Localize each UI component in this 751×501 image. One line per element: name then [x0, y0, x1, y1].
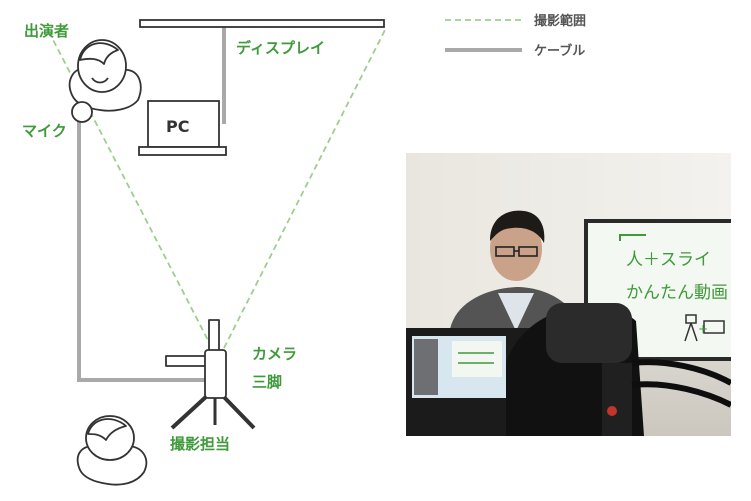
- performer-figure: [68, 39, 142, 112]
- label-pc: PC: [166, 117, 189, 136]
- capture-range-right: [223, 27, 387, 349]
- photo-camera: [406, 303, 731, 436]
- cable-mic-camera: [77, 116, 210, 382]
- label-tripod: 三脚: [252, 373, 282, 391]
- label-performer: 出演者: [24, 22, 69, 40]
- label-camera-operator: 撮影担当: [170, 435, 230, 453]
- photo-slide-line1: 人＋スライ: [626, 250, 711, 270]
- pc-base: [138, 146, 227, 156]
- camera-lens: [208, 319, 220, 355]
- legend: 撮影範囲 ケーブル: [445, 13, 586, 59]
- operator-hair: [87, 418, 127, 441]
- label-display: ディスプレイ: [236, 39, 325, 57]
- camera-operator-figure: [76, 415, 148, 486]
- legend-capture-range-label: 撮影範囲: [534, 13, 586, 29]
- label-camera: カメラ: [252, 345, 297, 363]
- camera-tripod: [165, 319, 256, 430]
- legend-cable-label: ケーブル: [534, 43, 585, 59]
- photo-slide-line2: かんたん動画: [626, 283, 728, 303]
- tripod-leg-right: [220, 393, 256, 430]
- svg-text:+: +: [698, 322, 708, 336]
- camera-handle: [165, 355, 209, 367]
- performer-hair: [79, 42, 119, 65]
- performer-ear: [91, 77, 109, 84]
- tripod-leg-left: [170, 393, 210, 430]
- display-panel: [139, 19, 385, 28]
- mic-icon: [71, 101, 93, 123]
- cables: [77, 22, 226, 382]
- pc-laptop: [138, 100, 227, 156]
- camera-body: [204, 349, 227, 399]
- setup-photo-illustration: 人＋スライ かんたん動画 +: [406, 153, 731, 436]
- pc-screen: [147, 100, 220, 148]
- setup-photo: 人＋スライ かんたん動画 +: [406, 153, 731, 436]
- label-mic: マイク: [22, 122, 67, 140]
